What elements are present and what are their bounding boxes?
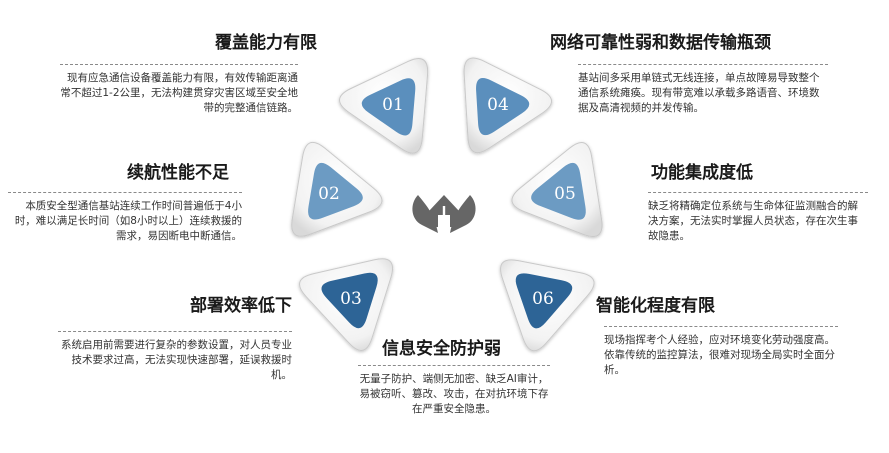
number-label-02: 02 [318,184,340,204]
item-04-desc: 基站间多采用单链式无线连接，单点故障易导致整个通信系统瘫痪。现有带宽难以承载多路… [578,64,828,116]
number-label-06: 06 [532,289,554,309]
item-04-title: 网络可靠性弱和数据传输瓶颈 [550,33,771,53]
number-badge-04 [476,77,530,136]
number-label-01: 01 [382,95,404,115]
number-badge-03 [321,272,378,329]
number-badge-05 [531,162,586,220]
number-badge-01 [361,78,416,136]
item-02-desc: 本质安全型通信基站连续工作时间普遍低于4小时，难以满足长时间（如8小时以上）连续… [8,192,242,244]
house-leaf-icon [412,195,476,233]
item-01-desc: 现有应急通信设备覆盖能力有限，有效传输距离通常不超过1-2公里，无法构建贯穿灾害… [60,64,298,116]
item-06-title: 智能化程度有限 [596,296,715,316]
item-05-title: 功能集成度低 [651,163,753,183]
item-03-title: 部署效率低下 [190,296,292,316]
item-01-title: 覆盖能力有限 [215,33,317,53]
number-badge-06 [515,273,573,329]
item-security-desc: 无量子防护、端侧无加密、缺乏AI审计，易被窃听、篡改、攻击，在对抗环境下存在严重… [358,365,550,417]
item-security-title: 信息安全防护弱 [382,339,501,359]
item-05-desc: 缺乏将精确定位系统与生命体征监测融合的解决方案，无法实时掌握人员状态，存在次生事… [648,192,868,244]
number-badge-02 [308,162,363,220]
number-label-04: 04 [487,95,509,115]
item-02-title: 续航性能不足 [127,163,229,183]
number-label-03: 03 [340,289,362,309]
number-label-05: 05 [554,184,576,204]
item-03-desc: 系统启用前需要进行复杂的参数设置，对人员专业技术要求过高，无法实现快速部署，延误… [58,331,292,383]
item-06-desc: 现场指挥考个人经验，应对环境变化劳动强度高。依靠传统的监控算法，很难对现场全局实… [604,326,838,378]
